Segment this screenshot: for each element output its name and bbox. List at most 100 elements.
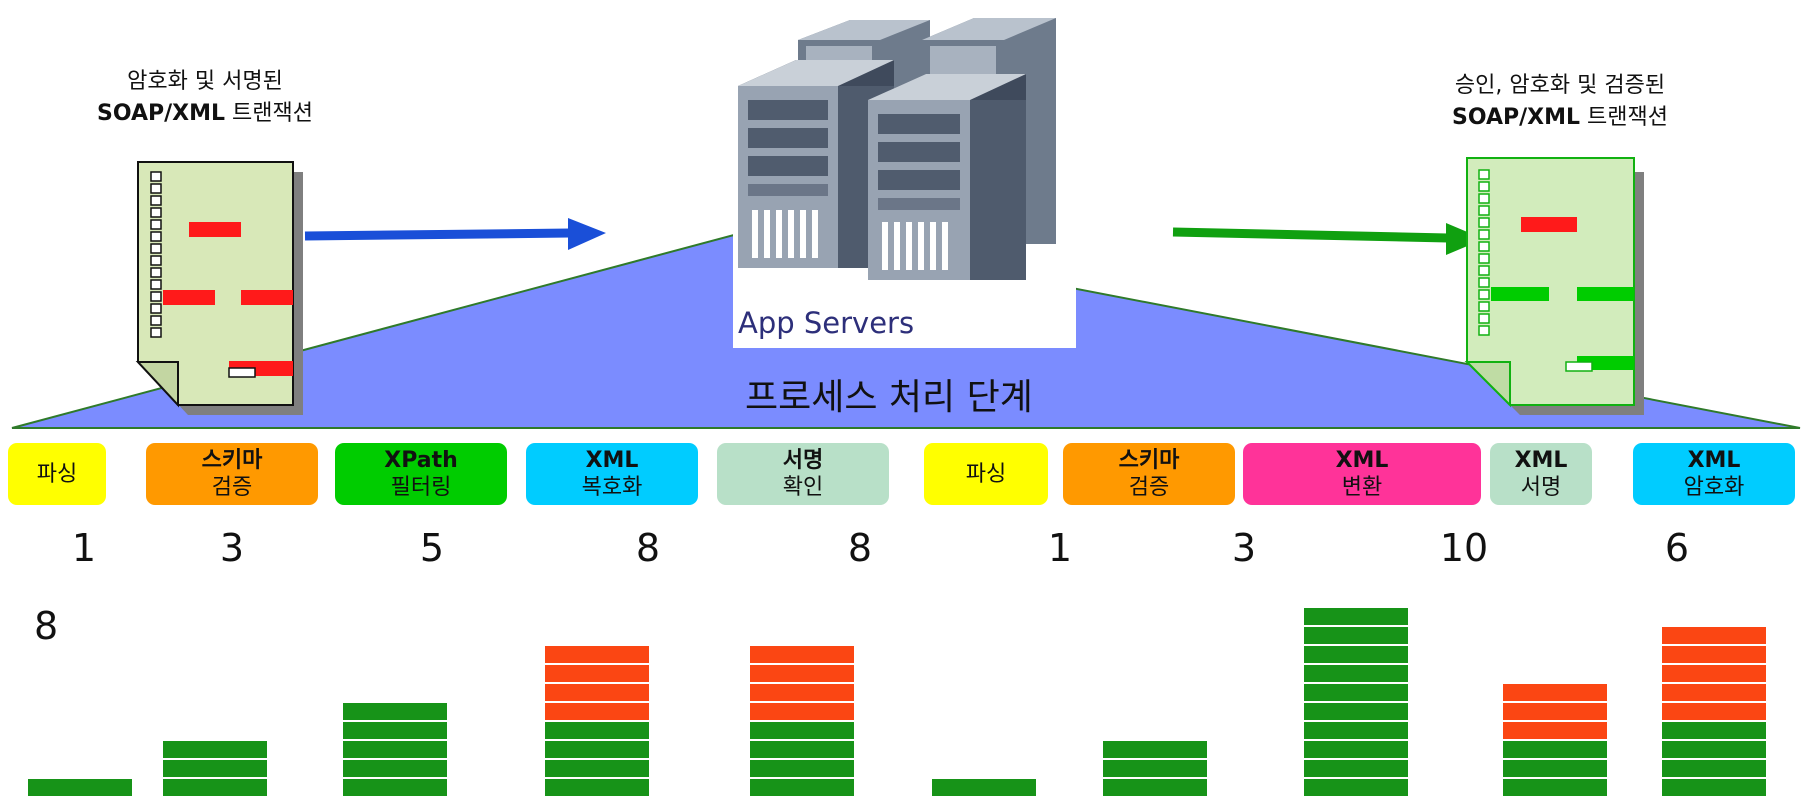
bar-stack [28, 779, 132, 798]
bar-stack [932, 779, 1036, 798]
bar-segment-crypto [1662, 627, 1766, 644]
bar-segment-work [1503, 760, 1607, 777]
stage-box: 파싱 [8, 443, 106, 505]
bar-stack [1503, 684, 1607, 798]
bar-segment-work [1103, 741, 1207, 758]
bar-segment-work [750, 760, 854, 777]
bar-segment-crypto [750, 703, 854, 720]
stage-count: 8 [635, 526, 661, 570]
bar-segment-crypto [1662, 684, 1766, 701]
output-caption-rest: 트랜잭션 [1580, 105, 1668, 130]
bar-segment-work [1304, 703, 1408, 720]
bar-stack [1103, 741, 1207, 798]
bar-segment-crypto [1662, 703, 1766, 720]
bar-segment-crypto [1503, 703, 1607, 720]
bar-stack [545, 646, 649, 798]
stage-sublabel: 검증 [211, 475, 253, 500]
bar-segment-work [545, 722, 649, 739]
stage-count: 1 [1047, 526, 1073, 570]
bar-segment-work [163, 741, 267, 758]
bar-segment-crypto [750, 646, 854, 663]
stage-count: 1 [71, 526, 97, 570]
bar-segment-work [1304, 722, 1408, 739]
bar-segment-work [1304, 665, 1408, 682]
bar-segment-work [343, 722, 447, 739]
input-document [135, 161, 303, 415]
bar-segment-work [163, 779, 267, 796]
stage-count: 3 [1231, 526, 1257, 570]
bar-segment-work [1662, 760, 1766, 777]
bar-segment-crypto [545, 703, 649, 720]
checklist-icons-out [1478, 169, 1490, 336]
output-caption-line2: SOAP/XML 트랜잭션 [1390, 102, 1730, 134]
bar-stack [1662, 627, 1766, 798]
scale-label: 8 [34, 604, 59, 648]
stage-label: 스키마 [201, 448, 263, 473]
bar-segment-crypto [1503, 684, 1607, 701]
bar-segment-crypto [1662, 665, 1766, 682]
bar-segment-work [343, 741, 447, 758]
stage-label: XML [1687, 448, 1741, 473]
bar-segment-crypto [545, 665, 649, 682]
bar-segment-crypto [750, 665, 854, 682]
bar-segment-work [750, 722, 854, 739]
stage-sublabel: 복호화 [581, 475, 643, 500]
stage-count: 10 [1439, 526, 1489, 570]
bar-segment-work [545, 779, 649, 796]
bar-segment-work [1304, 741, 1408, 758]
stage-sublabel: 암호화 [1683, 475, 1745, 500]
bar-segment-work [545, 760, 649, 777]
stage-count: 3 [219, 526, 245, 570]
bar-segment-work [1503, 779, 1607, 796]
stage-label: XML [1335, 448, 1389, 473]
bar-segment-work [1103, 779, 1207, 796]
stage-label: XPath [384, 448, 458, 473]
bar-segment-work [932, 779, 1036, 796]
bar-segment-crypto [545, 646, 649, 663]
bar-stack [163, 741, 267, 798]
bar-segment-work [545, 741, 649, 758]
bar-stack [750, 646, 854, 798]
stage-count: 6 [1664, 526, 1690, 570]
bar-segment-crypto [545, 684, 649, 701]
stage-label: 파싱 [965, 461, 1007, 487]
stage-sublabel: 확인 [782, 475, 824, 500]
input-arrow [304, 218, 606, 250]
stage-count: 8 [847, 526, 873, 570]
bar-segment-work [1304, 627, 1408, 644]
bar-segment-work [163, 760, 267, 777]
output-arrow [1172, 223, 1484, 255]
stage-count: 5 [419, 526, 445, 570]
stage-sublabel: 필터링 [390, 475, 452, 500]
bar-segment-work [1103, 760, 1207, 777]
bar-segment-work [1304, 684, 1408, 701]
bar-segment-crypto [750, 684, 854, 701]
output-caption: 승인, 암호화 및 검증된 SOAP/XML 트랜잭션 [1390, 70, 1730, 134]
bar-segment-work [1662, 779, 1766, 796]
stage-sublabel: 검증 [1128, 475, 1170, 500]
bar-segment-work [750, 741, 854, 758]
bar-segment-crypto [1662, 646, 1766, 663]
checklist-icons [150, 171, 162, 338]
stage-label: 스키마 [1118, 448, 1180, 473]
stage-label: XML [585, 448, 639, 473]
output-caption-line1: 승인, 암호화 및 검증된 [1454, 73, 1666, 98]
bar-segment-work [1503, 741, 1607, 758]
stage-label: XML [1514, 448, 1568, 473]
server-icon [738, 18, 1056, 280]
bar-stack [1304, 608, 1408, 798]
stage-label: 파싱 [36, 461, 78, 487]
bar-segment-work [343, 703, 447, 720]
server-label: App Servers [738, 306, 915, 340]
bar-segment-crypto [1503, 722, 1607, 739]
process-heading: 프로세스 처리 단계 [745, 377, 1033, 418]
bar-stack [343, 703, 447, 798]
bar-segment-work [343, 779, 447, 796]
bar-segment-work [1662, 741, 1766, 758]
